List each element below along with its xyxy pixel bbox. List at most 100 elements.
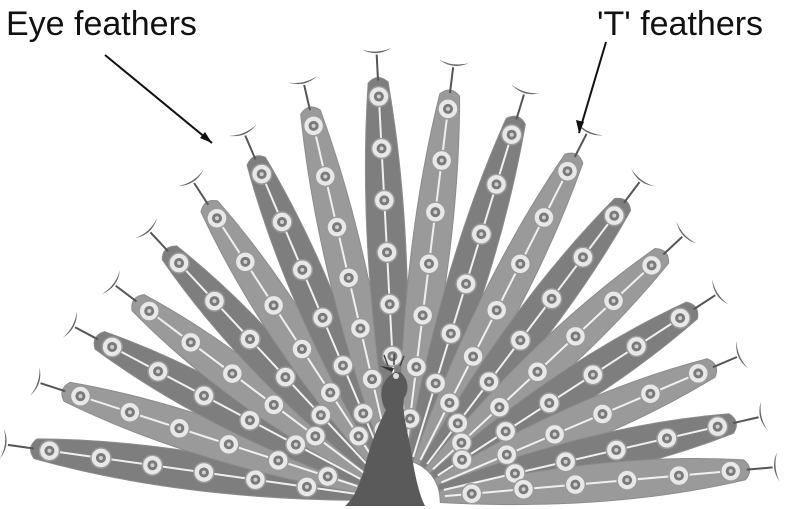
eye-feather-icon [382, 346, 402, 366]
eye-feather-icon [264, 295, 284, 315]
eye-feather-icon [545, 424, 565, 444]
t-feather-icon [511, 84, 540, 119]
t-feather-icon [0, 429, 34, 459]
eye-feather-icon [245, 470, 265, 490]
eye-feather-icon [448, 413, 468, 433]
eye-feather-icon [219, 434, 239, 454]
t-feather-icon [439, 59, 469, 93]
t-feather-icon [63, 311, 98, 339]
eye-feather-icon [139, 301, 159, 321]
eye-feather-icon [286, 435, 306, 455]
eye-feather-icon [487, 300, 507, 320]
t-feather-icon [361, 48, 391, 81]
eye-feather-icon [425, 202, 445, 222]
eye-feather-icon [479, 372, 499, 392]
eye-feather-icon [194, 386, 214, 406]
eye-feather-icon [275, 367, 295, 387]
eye-feather-icon [496, 421, 516, 441]
eye-feather-icon [640, 384, 660, 404]
eye-feather-icon [194, 462, 214, 482]
eye-feather-icon [362, 369, 382, 389]
eye-feather-icon [39, 441, 59, 461]
eye-feather-icon [374, 190, 394, 210]
eye-feather-icon [339, 268, 359, 288]
eye-feather-icon [406, 357, 426, 377]
eye-feather-icon [292, 260, 312, 280]
eye-feather-icon [240, 410, 260, 430]
pointer-arrow-icon [105, 42, 606, 143]
eye-feathers-label: Eye feathers [6, 7, 197, 41]
eye-feather-icon [527, 362, 547, 382]
eye-feather-icon [207, 208, 227, 228]
eye-feather-icon [463, 347, 483, 367]
eye-feather-icon [70, 386, 90, 406]
eye-feather-icon [432, 151, 452, 171]
eye-feather-icon [292, 339, 312, 359]
eye-feather-icon [462, 484, 482, 504]
eye-feather-icon [539, 393, 559, 413]
eye-feather-icon [181, 332, 201, 352]
eye-feather-icon [439, 393, 459, 413]
eye-feather-icon [502, 125, 522, 145]
eye-feather-icon [669, 466, 689, 486]
eye-feather-icon [657, 428, 677, 448]
eye-feather-icon [452, 450, 472, 470]
eye-feather-icon [583, 365, 603, 385]
eye-feather-icon [604, 206, 624, 226]
eye-feather-icon [510, 330, 530, 350]
eye-feather-icon [333, 356, 353, 376]
eye-feather-icon [486, 174, 506, 194]
t-feather-icon [135, 218, 168, 252]
eye-feather-icon [604, 291, 624, 311]
eye-feather-icon [313, 308, 333, 328]
t-feather-icon [178, 170, 208, 205]
eye-feather-icon [222, 364, 242, 384]
eye-feather-icon [304, 116, 324, 136]
eye-feather-icon [204, 291, 224, 311]
eye-feather-icon [534, 208, 554, 228]
eye-feather-icon [169, 418, 189, 438]
eye-feather-icon [471, 224, 491, 244]
eye-feather-icon [320, 383, 340, 403]
eye-feather-icon [721, 461, 741, 481]
t-feather-icon [713, 341, 748, 369]
eye-feather-icon [514, 479, 534, 499]
eye-feather-icon [565, 475, 585, 495]
t-feather-icon [229, 124, 257, 159]
eye-feather-icon [566, 326, 586, 346]
eye-feather-icon [688, 363, 708, 383]
t-feather-icon [663, 222, 697, 255]
eye-feather-icon [102, 337, 122, 357]
eye-feather-icon [297, 477, 317, 497]
eye-feather-icon [350, 319, 370, 339]
eye-feather-icon [708, 417, 728, 437]
eye-feather-icon [353, 403, 373, 423]
eye-feather-icon [593, 404, 613, 424]
t-feather-icon [102, 270, 137, 301]
eye-feather-icon [372, 138, 392, 158]
t-feathers-label: 'T' feathers [597, 7, 763, 41]
eye-feather-icon [377, 242, 397, 262]
eye-feather-icon [670, 308, 690, 328]
eye-feather-icon [510, 254, 530, 274]
eye-feather-icon [380, 294, 400, 314]
eye-feather-icon [305, 426, 325, 446]
eye-feather-icon [349, 426, 369, 446]
eye-feather-icon [438, 99, 458, 119]
eye-feather-icon [426, 373, 446, 393]
eye-feather-icon [441, 324, 461, 344]
eye-feather-icon [327, 217, 347, 237]
eye-feather-icon [542, 289, 562, 309]
eye-feather-icon [318, 467, 338, 487]
t-feather-icon [624, 168, 655, 203]
eye-feather-icon [413, 305, 433, 325]
eye-feather-icon [456, 274, 476, 294]
eye-feather-icon [252, 164, 272, 184]
eye-feather-icon [235, 252, 255, 272]
eye-feather-icon [558, 161, 578, 181]
t-feather-icon [733, 401, 768, 430]
eye-feather-icon [606, 440, 626, 460]
eye-feather-icon [240, 329, 260, 349]
